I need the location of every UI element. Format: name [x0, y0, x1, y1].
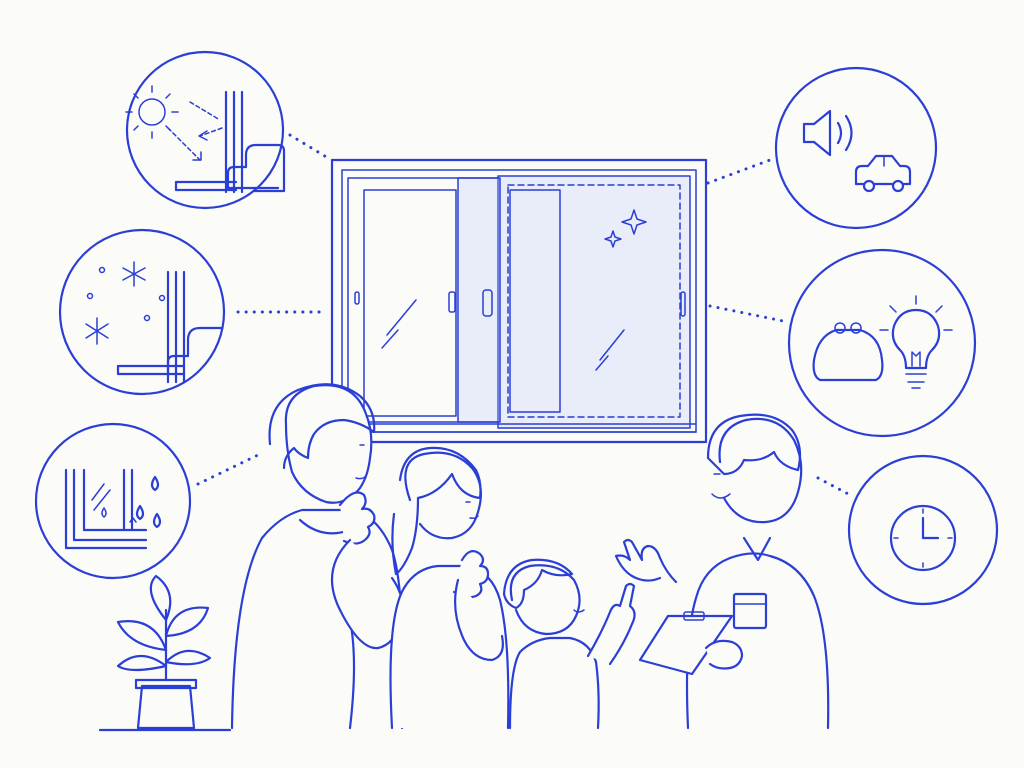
father-figure: [230, 383, 404, 730]
potted-plant: [98, 574, 232, 732]
sliding-window: [330, 158, 708, 444]
child-figure: [502, 558, 636, 730]
snowflake-cold-icon: [58, 228, 226, 396]
sun-heat-reflection-icon: [125, 50, 286, 210]
mother-figure: [389, 446, 510, 730]
connector-lines: [196, 133, 854, 498]
speaker-car-noise-icon: [774, 66, 938, 230]
salesperson-figure: [614, 413, 830, 730]
clock-icon: [847, 454, 999, 606]
condensation-drops-icon: [34, 422, 192, 580]
coin-purse-lightbulb-savings-icon: [787, 248, 977, 438]
